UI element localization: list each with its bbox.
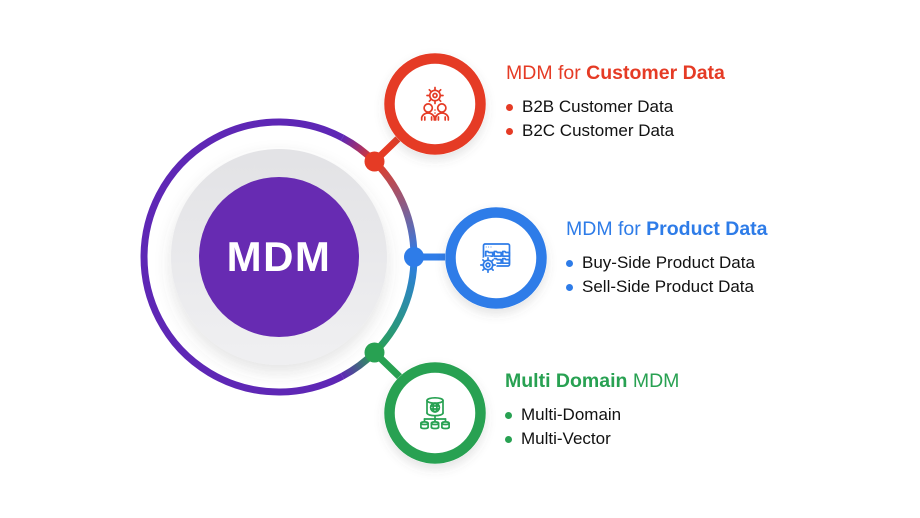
list-item: Sell-Side Product Data [566,275,768,299]
window-folders-gear-icon [479,243,511,274]
product-item-list: Buy-Side Product Data Sell-Side Product … [566,251,768,299]
product-section: MDM for Product Data Buy-Side Product Da… [566,219,768,299]
customer-connector-dot [364,151,385,172]
bullet-dot [566,259,573,267]
multidomain-title-bold: Multi Domain [505,370,628,392]
bullet-dot [505,411,512,419]
customer-section-title: MDM for Customer Data [506,63,725,84]
multidomain-title-regular: MDM [632,370,680,392]
list-item: B2C Customer Data [506,119,725,143]
bullet-dot [505,435,512,443]
list-item-label: B2C Customer Data [522,121,675,140]
multidomain-section-title: Multi Domain MDM [505,371,679,392]
list-item-label: B2B Customer Data [522,97,674,116]
hub-gray-ring [171,149,387,365]
list-item: B2B Customer Data [506,95,725,119]
customer-item-list: B2B Customer Data B2C Customer Data [506,95,725,143]
customer-node [384,53,486,155]
product-node [445,207,547,309]
hub-circle [199,177,359,337]
customer-section: MDM for Customer Data B2B Customer Data … [506,63,725,143]
list-item: Multi-Domain [505,403,679,427]
multidomain-node [384,362,486,464]
product-title-regular: MDM for [566,218,641,240]
list-item-label: Buy-Side Product Data [582,253,755,272]
list-item-label: Multi-Vector [521,429,611,448]
bullet-dot [566,283,573,291]
bullet-dot [506,103,513,111]
hub-label: MDM [226,233,332,280]
product-section-title: MDM for Product Data [566,219,768,240]
product-connector-dot [404,247,424,267]
hub-outer-ring [140,118,418,396]
people-gear-icon [420,86,450,121]
bullet-dot [506,127,513,135]
list-item-label: Multi-Domain [521,405,622,424]
list-item-label: Sell-Side Product Data [582,277,754,296]
list-item: Buy-Side Product Data [566,251,768,275]
database-globe-network-icon [420,396,450,430]
customer-title-regular: MDM for [506,62,581,84]
product-title-bold: Product Data [646,218,768,240]
list-item: Multi-Vector [505,427,679,451]
multidomain-item-list: Multi-Domain Multi-Vector [505,403,679,451]
customer-title-bold: Customer Data [586,62,725,84]
multidomain-section: Multi Domain MDM Multi-Domain Multi-Vect… [505,371,679,451]
multidomain-connector-dot [364,342,385,363]
